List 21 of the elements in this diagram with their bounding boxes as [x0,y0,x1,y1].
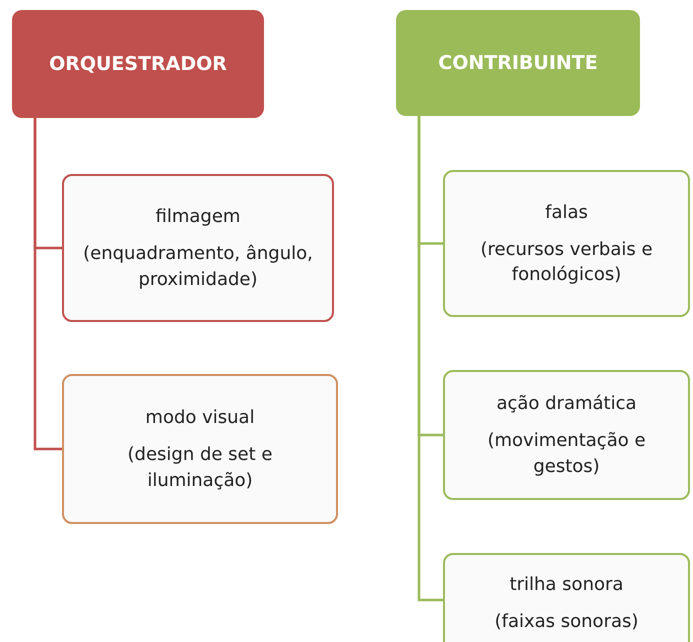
item-title: trilha sonora [510,572,624,597]
connector-line [418,116,443,602]
item-box [443,553,690,642]
item-description: (design de set e iluminação) [126,443,274,493]
category-title: ORQUESTRADOR [49,53,227,75]
item-description: (movimentação e gestos) [486,429,647,479]
category-box [396,10,640,116]
item-title: filmagem [156,205,240,230]
item-title: modo visual [145,406,255,430]
item-title: falas [545,200,588,225]
item-box [62,174,334,322]
item-description: (recursos verbais e fonológicos) [479,238,654,288]
item-box [62,374,338,524]
category-title: CONTRIBUINTE [438,52,598,74]
item-description: (faixas sonoras) [494,610,638,634]
connector-line [34,118,62,450]
item-box [443,370,690,500]
item-title: ação dramática [496,392,637,416]
item-box [443,170,690,317]
item-description: (enquadramento, ângulo, proximidade) [82,242,314,292]
category-box [12,10,264,118]
